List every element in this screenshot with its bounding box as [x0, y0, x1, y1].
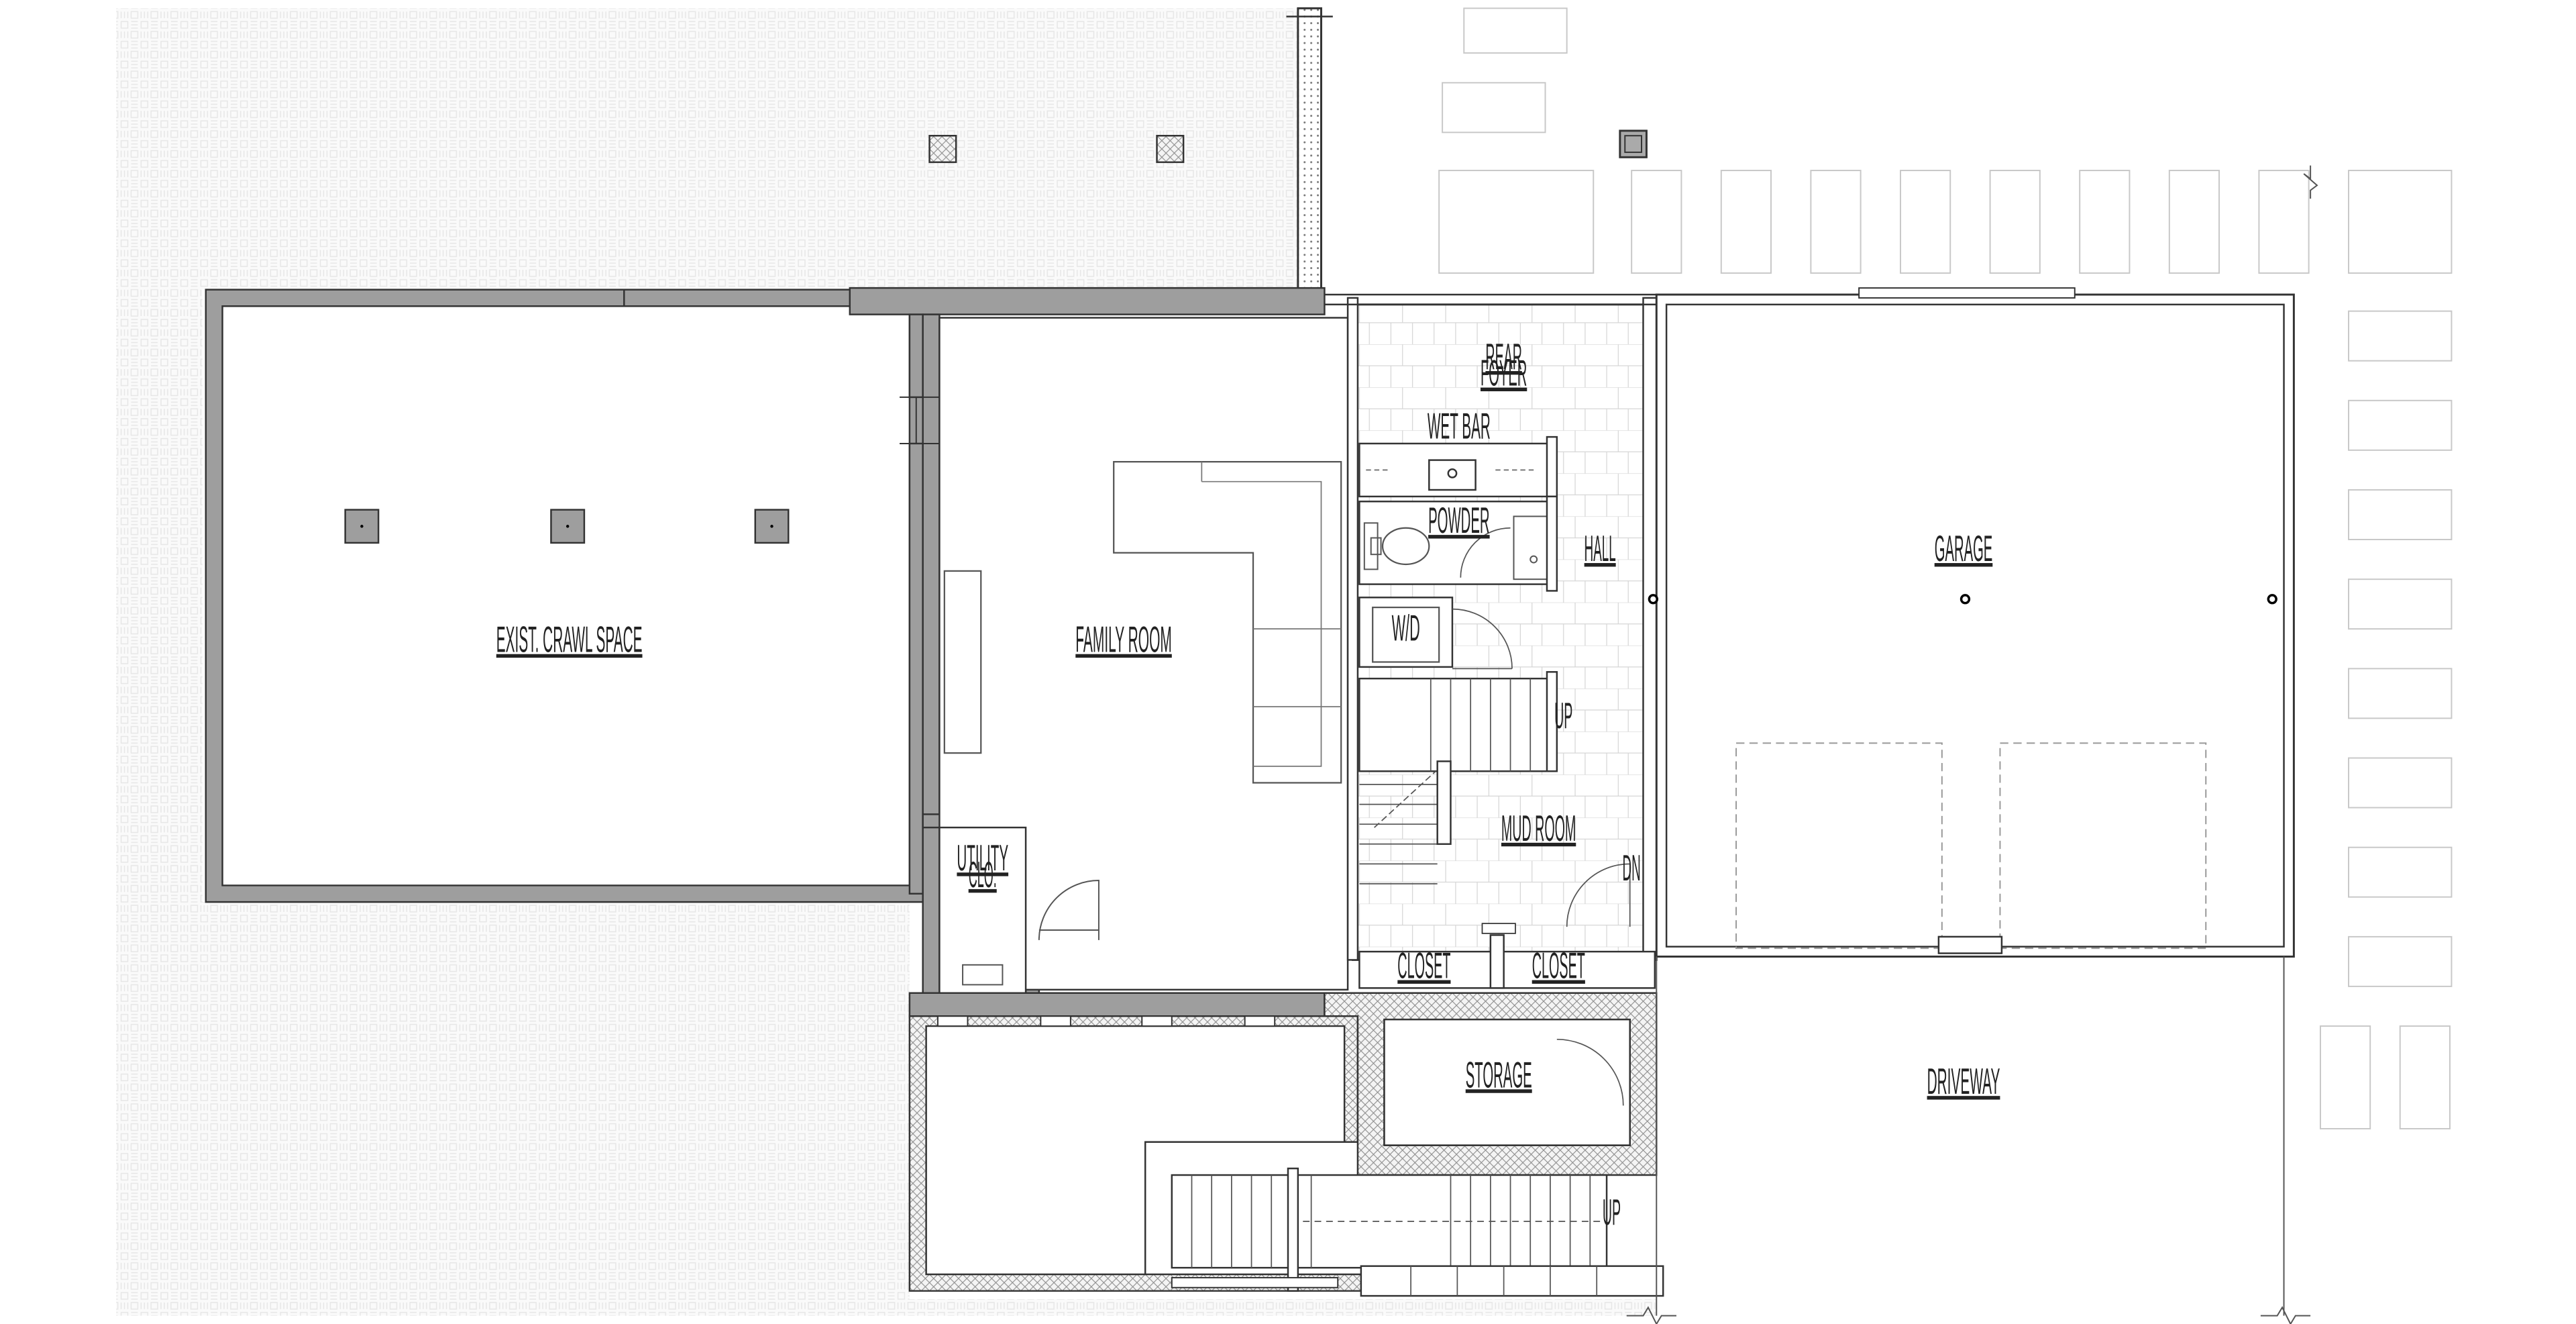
site-piers — [928, 130, 1648, 163]
label-utility: UTILITY — [957, 837, 1008, 878]
label-utility-clo: CLO. — [969, 854, 997, 895]
exterior-stairs — [1171, 1167, 1664, 1297]
label-rear-foyer-2: FOYER — [1481, 353, 1527, 394]
label-crawl-space: EXIST. CRAWL SPACE — [496, 619, 643, 660]
mud-closets — [1358, 934, 1656, 989]
driveway-edges — [1626, 165, 2318, 1324]
label-up-exterior: UP — [1603, 1192, 1621, 1233]
label-wet-bar: WET BAR — [1428, 406, 1491, 447]
room-labels: EXIST. CRAWL SPACE FAMILY ROOM UTILITY C… — [496, 336, 2000, 1102]
interior-stairs — [1358, 671, 1558, 884]
laundry-closet — [1358, 597, 1513, 670]
label-dn-mud: DN — [1623, 848, 1641, 888]
utility-closet — [938, 826, 1099, 994]
crawl-space — [205, 289, 927, 903]
label-closet-b: CLOSET — [1532, 946, 1585, 986]
window-in-west-wall — [900, 396, 940, 444]
label-driveway: DRIVEWAY — [1927, 1061, 2000, 1102]
existing-boundary-wall — [1286, 7, 1333, 291]
label-rear-foyer-1: REAR — [1485, 336, 1521, 377]
label-wd: W/D — [1392, 608, 1420, 649]
label-hall: HALL — [1585, 528, 1616, 569]
paving-stones — [1438, 7, 2453, 1129]
garage — [1648, 287, 2295, 958]
label-family-room: FAMILY ROOM — [1075, 619, 1172, 660]
stair-annotations: UP DN UP — [1554, 695, 1641, 1233]
label-garage: GARAGE — [1935, 528, 1993, 569]
label-closet-a: CLOSET — [1397, 946, 1450, 986]
label-powder: POWDER — [1428, 500, 1490, 541]
powder-room — [1358, 495, 1558, 592]
site-paving — [116, 8, 1657, 1316]
label-storage: STORAGE — [1466, 1054, 1532, 1095]
label-mud-room: MUD ROOM — [1501, 808, 1576, 849]
label-up-interior: UP — [1554, 695, 1572, 736]
